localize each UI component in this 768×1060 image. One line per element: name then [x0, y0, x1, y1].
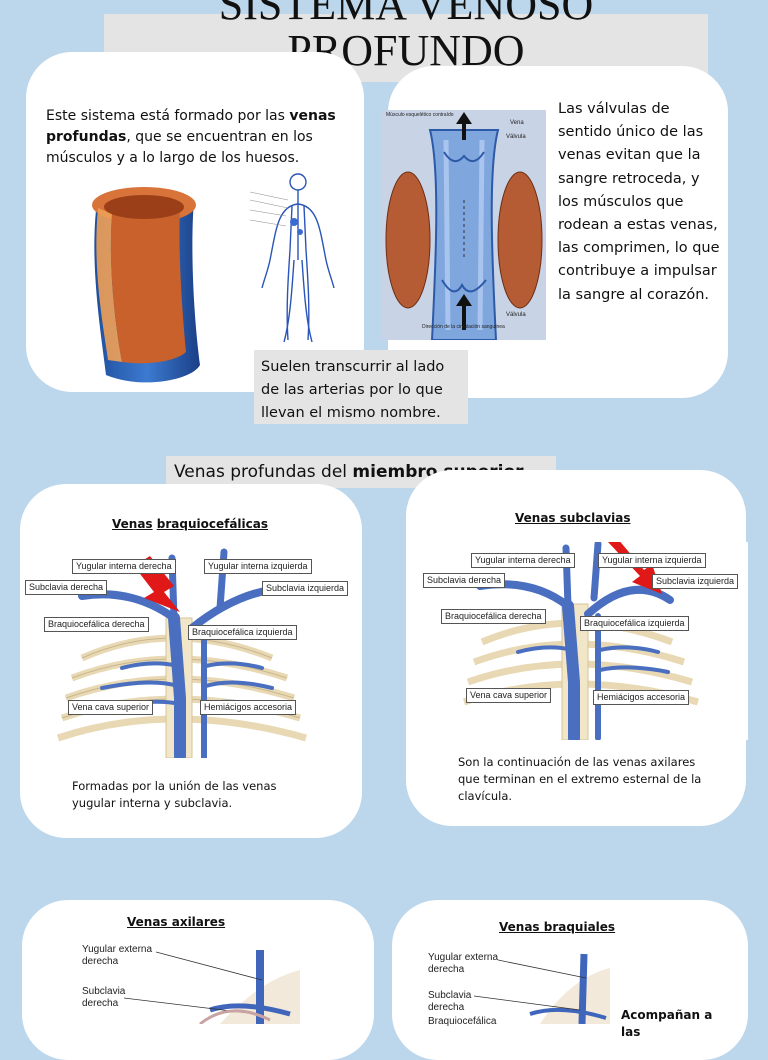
bq-label-hemi: Hemiácigos accesoria — [200, 700, 297, 715]
page-title: SISTEMA VENOSO PROFUNDO — [104, 0, 708, 80]
bq-label-sub-der: Subclavia derecha — [25, 580, 108, 595]
valve-diagram-svg: Músculo esquelético contraído Vena Válvu… — [385, 112, 543, 341]
sc-label-sub-der: Subclavia derecha — [423, 573, 506, 588]
braquiocefalicas-title: Venas braquiocefálicas — [112, 517, 268, 531]
arteries-note-text: Suelen transcurrir al lado de las arteri… — [261, 359, 445, 421]
sc-label-bq-izq: Braquiocefálica izquierda — [580, 616, 689, 631]
bq-label-sub-izq: Subclavia izquierda — [262, 581, 349, 596]
sc-label-bq-der: Braquiocefálica derecha — [441, 609, 546, 624]
sc-label-hemi: Hemiácigos accesoria — [593, 690, 690, 705]
bq-label-bq-der: Braquiocefálica derecha — [44, 617, 149, 632]
subclavias-title: Venas subclavias — [515, 511, 631, 525]
braquiales-description: Acompañan a las — [621, 1008, 713, 1039]
label-valvula-bottom: Válvula — [506, 312, 526, 318]
bq-label-bq-izq: Braquiocefálica izquierda — [188, 625, 297, 640]
bqi-label-braquiocefalica: Braquiocefálica — [428, 1016, 497, 1027]
ax-label-subclavia: Subclavia derecha — [82, 986, 126, 1009]
bq-label-yi-der: Yugular interna derecha — [72, 559, 176, 574]
subclavias-description: Son la continuación de las venas axilare… — [458, 755, 702, 803]
arteries-note-box — [254, 350, 468, 424]
title-line-1: SISTEMA VENOSO — [218, 0, 594, 29]
intro-bold: venas profundas — [46, 108, 336, 145]
axilares-diagram — [123, 950, 300, 1024]
label-valvula-top: Válvula — [506, 134, 526, 140]
bq-label-yi-izq: Yugular interna izquierda — [204, 559, 312, 574]
bqi-label-subclavia: Subclavia derecha — [428, 990, 472, 1013]
intro-text: Este sistema está formado por las venas … — [46, 108, 336, 166]
sc-label-yi-der: Yugular interna derecha — [471, 553, 575, 568]
braquiocefalicas-description: Formadas por la unión de las venas yugul… — [72, 779, 277, 810]
vessel-illustration — [92, 187, 200, 383]
sc-label-sub-izq: Subclavia izquierda — [652, 574, 739, 589]
ax-label-yugular-ext: Yugular externa derecha — [82, 944, 153, 967]
bq-label-vcs: Vena cava superior — [68, 700, 154, 715]
label-vena: Vena — [510, 120, 524, 126]
braquiales-title: Venas braquiales — [499, 920, 616, 934]
sc-label-yi-izq: Yugular interna izquierda — [598, 553, 706, 568]
subclavias-diagram — [422, 542, 748, 740]
valve-diagram: Músculo esquelético contraído Vena Válvu… — [382, 110, 546, 341]
body-veins-illustration — [249, 173, 335, 343]
axilares-title: Venas axilares — [127, 915, 226, 929]
bqi-label-yugular-ext: Yugular externa derecha — [428, 952, 499, 975]
braquiales-diagram — [473, 953, 610, 1024]
label-direccion: Dirección de la circulación sanguínea — [422, 324, 505, 330]
label-musculo: Músculo esquelético contraído — [386, 112, 454, 118]
sc-label-vcs: Vena cava superior — [466, 688, 552, 703]
valves-text: Las válvulas de sentido único de las ven… — [558, 101, 720, 303]
